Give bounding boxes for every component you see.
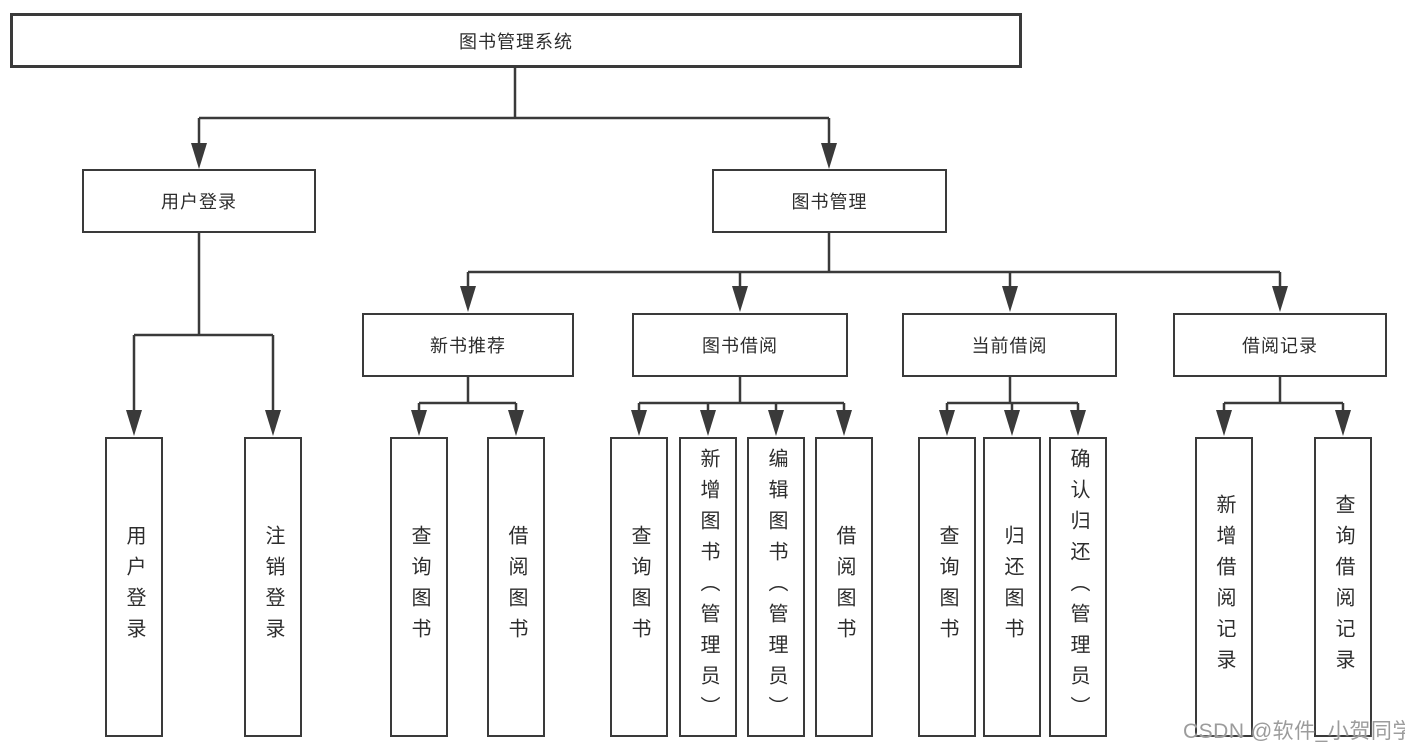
leaf-label: 查询借阅记录 xyxy=(1332,494,1354,680)
node-label: 当前借阅 xyxy=(971,336,1048,356)
leaf-borrow-books-recommend: 借阅图书 xyxy=(487,437,545,737)
leaf-logout-login: 注销登录 xyxy=(244,437,302,737)
leaf-label: 查询图书 xyxy=(408,525,430,649)
leaf-return-book: 归还图书 xyxy=(983,437,1041,737)
leaf-add-book-admin: 新增图书（管理员） xyxy=(679,437,737,737)
leaf-query-books-borrow: 查询图书 xyxy=(610,437,668,737)
leaf-confirm-return-admin: 确认归还（管理员） xyxy=(1049,437,1107,737)
leaf-query-books-recommend: 查询图书 xyxy=(390,437,448,737)
leaf-label: 编辑图书（管理员） xyxy=(765,447,787,727)
leaf-edit-book-admin: 编辑图书（管理员） xyxy=(747,437,805,737)
leaf-label: 归还图书 xyxy=(1001,525,1023,649)
leaf-label: 新增借阅记录 xyxy=(1213,494,1235,680)
node-label: 图书管理 xyxy=(791,192,868,212)
node-current-borrowing: 当前借阅 xyxy=(902,313,1117,377)
node-new-book-recommendation: 新书推荐 xyxy=(362,313,574,377)
node-borrowing-records: 借阅记录 xyxy=(1173,313,1387,377)
leaf-label: 注销登录 xyxy=(262,525,284,649)
node-book-borrowing: 图书借阅 xyxy=(632,313,848,377)
leaf-label: 借阅图书 xyxy=(833,525,855,649)
leaf-query-books-current: 查询图书 xyxy=(918,437,976,737)
node-label: 图书管理系统 xyxy=(459,31,573,52)
leaf-label: 用户登录 xyxy=(123,525,145,649)
leaf-label: 查询图书 xyxy=(936,525,958,649)
leaf-borrow-books-borrow: 借阅图书 xyxy=(815,437,873,737)
leaf-label: 借阅图书 xyxy=(505,525,527,649)
node-library-management-system: 图书管理系统 xyxy=(10,13,1022,68)
csdn-watermark: CSDN @软件_小贺同学 xyxy=(1183,720,1405,743)
leaf-label: 确认归还（管理员） xyxy=(1067,447,1089,727)
node-label: 新书推荐 xyxy=(430,336,506,356)
node-book-management: 图书管理 xyxy=(712,169,947,233)
node-user-login: 用户登录 xyxy=(82,169,316,233)
leaf-query-borrow-record: 查询借阅记录 xyxy=(1314,437,1372,737)
node-label: 借阅记录 xyxy=(1242,336,1318,356)
leaf-label: 新增图书（管理员） xyxy=(697,447,719,727)
leaf-add-borrow-record: 新增借阅记录 xyxy=(1195,437,1253,737)
leaf-user-login: 用户登录 xyxy=(105,437,163,737)
node-label: 图书借阅 xyxy=(702,336,778,356)
leaf-label: 查询图书 xyxy=(628,525,650,649)
node-label: 用户登录 xyxy=(161,192,237,212)
